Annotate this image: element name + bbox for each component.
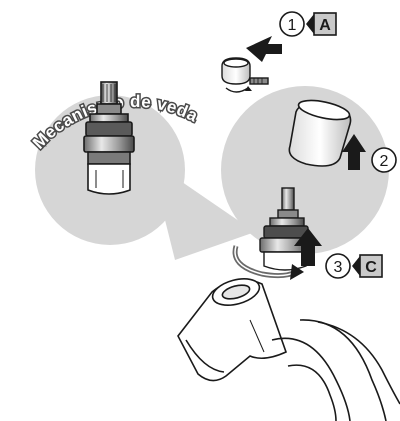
hose — [272, 320, 400, 421]
step1-arrow — [246, 36, 282, 62]
faucet-body — [178, 274, 286, 380]
step3-number: 3 — [334, 259, 343, 276]
step3-letter: C — [365, 259, 377, 276]
step1-label: 1 A — [280, 12, 336, 36]
step2-number: 2 — [380, 153, 389, 170]
step1-number: 1 — [288, 17, 297, 34]
lever-screw-part — [222, 58, 268, 92]
step1-letter: A — [319, 17, 331, 34]
step2-label: 2 — [372, 148, 396, 172]
step3-label: 3 C — [326, 254, 382, 278]
